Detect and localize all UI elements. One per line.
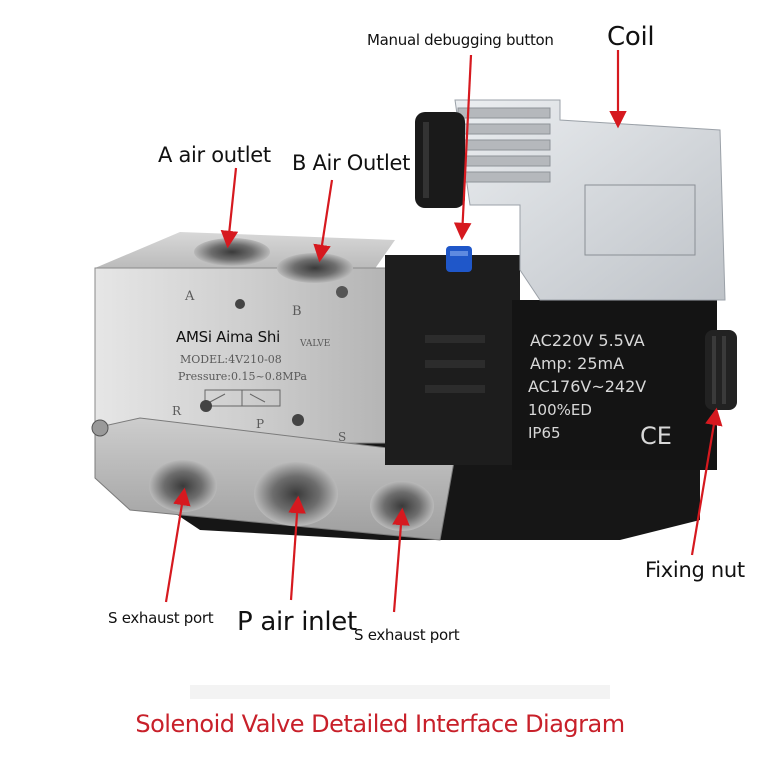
- label-fixing-nut: Fixing nut: [645, 558, 745, 582]
- arrow-s-exhaust-right: [392, 507, 410, 613]
- label-a-air-outlet: A air outlet: [158, 143, 271, 167]
- arrow-b-outlet: [313, 179, 334, 263]
- port-a-engraving: A: [184, 289, 195, 304]
- cable-nut-rib: [423, 122, 429, 198]
- manual-button-highlight: [450, 251, 468, 256]
- arrow-fixing-nut: [690, 407, 723, 556]
- arrow-a-outlet: [220, 167, 239, 249]
- coil-spec-line4: 100%ED: [528, 401, 592, 419]
- arrow-manual-button: [453, 54, 473, 241]
- exhaust-port-left-hole: [149, 460, 217, 512]
- label-coil: Coil: [607, 22, 655, 52]
- label-brand: AMSi Aima Shi: [176, 328, 280, 346]
- mount-screw-hole: [336, 286, 348, 298]
- cable-nut: [415, 112, 465, 208]
- coil-spec-line3: AC176V~242V: [528, 377, 646, 396]
- cable-gland: [457, 107, 551, 183]
- pneumatic-symbol: [204, 389, 281, 407]
- arrow-s-exhaust-left: [164, 487, 191, 603]
- ce-mark: CE: [640, 422, 672, 450]
- label-p-air-inlet: P air inlet: [237, 607, 357, 637]
- p-inlet-hole: [254, 462, 338, 526]
- pilot-rib-2: [425, 360, 485, 368]
- nut-knurl-2: [722, 336, 726, 404]
- table-reflection: [190, 685, 610, 699]
- pressure-engraving: Pressure:0.15~0.8MPa: [178, 370, 307, 383]
- manual-debug-button: [446, 246, 472, 272]
- port-p-engraving: P: [256, 417, 264, 431]
- port-r-engraving: R: [172, 404, 182, 418]
- fixing-nut: [705, 330, 737, 410]
- nut-knurl-1: [712, 336, 716, 404]
- coil-body: [512, 300, 717, 470]
- port-a-hole: [194, 238, 270, 266]
- pilot-rib-1: [425, 335, 485, 343]
- body-screw-hole: [235, 299, 245, 309]
- label-manual-debugging-button: Manual debugging button: [367, 31, 554, 49]
- arrow-p-inlet: [288, 495, 306, 601]
- side-bolt: [91, 419, 109, 437]
- coil-spec-line2: Amp: 25mA: [530, 354, 624, 373]
- label-s-exhaust-port-right: S exhaust port: [354, 626, 460, 644]
- connector-inner-detail: [584, 184, 696, 256]
- port-s-engraving: S: [338, 430, 346, 444]
- port-b-hole: [277, 253, 353, 283]
- label-b-air-outlet: B Air Outlet: [292, 151, 411, 175]
- coil-spec-line1: AC220V 5.5VA: [530, 331, 645, 350]
- valve-tag-engraving: VALVE: [299, 339, 330, 349]
- diagram-caption: Solenoid Valve Detailed Interface Diagra…: [135, 710, 625, 738]
- model-engraving: MODEL:4V210-08: [180, 353, 282, 366]
- exhaust-port-right-hole: [370, 481, 434, 531]
- port-b-engraving: B: [292, 304, 302, 319]
- coil-spec-line5: IP65: [528, 424, 561, 442]
- pilot-rib-3: [425, 385, 485, 393]
- label-s-exhaust-port-left: S exhaust port: [108, 609, 214, 627]
- body-screw-hole-3: [292, 414, 304, 426]
- body-screw-hole-2: [200, 400, 212, 412]
- annotation-arrows: [164, 50, 723, 613]
